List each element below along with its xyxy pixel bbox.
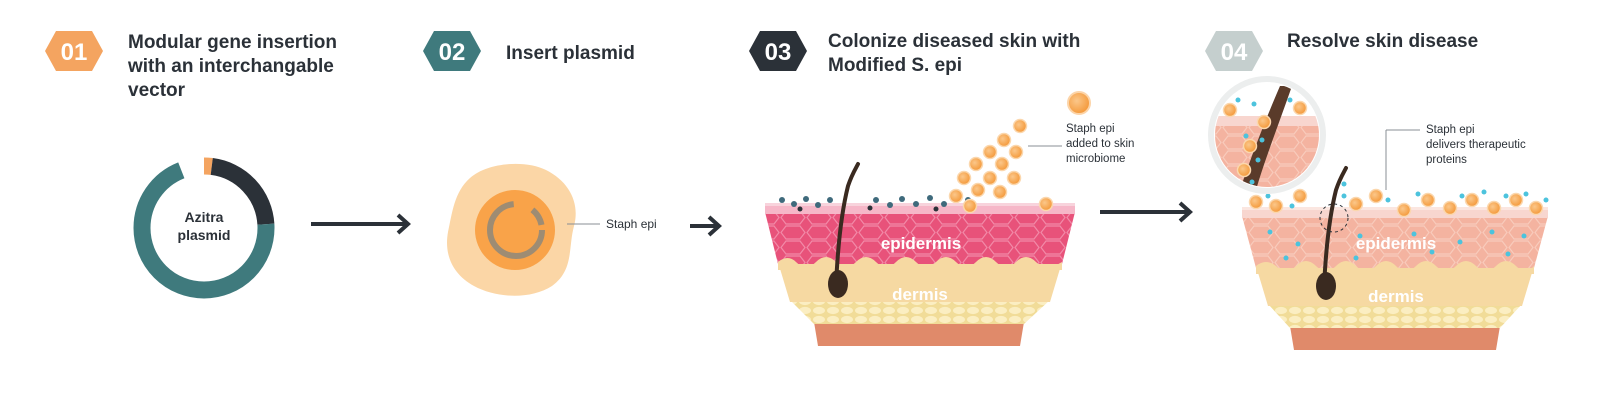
resolve-note-line-1: Staph epi	[1426, 124, 1475, 136]
resolved-epidermis-label: epidermis	[1356, 234, 1436, 253]
step-3-title-line-1: Colonize diseased skin with	[828, 31, 1081, 52]
step-4-title-line-1: Resolve skin disease	[1287, 31, 1479, 52]
resolved-skin-block	[1242, 129, 1549, 350]
colonize-note-line-3: microbiome	[1066, 153, 1126, 165]
colonize-note-line-1: Staph epi	[1066, 123, 1115, 135]
step-3-badge: 03	[749, 31, 807, 71]
staph-epi-cell	[447, 163, 600, 296]
step-3-number: 03	[765, 39, 792, 66]
step-2-title: Insert plasmid	[506, 42, 635, 66]
step-3-title: Colonize diseased skin with Modified S. …	[828, 30, 1080, 78]
resolve-note-line-2: delivers therapeutic	[1426, 139, 1526, 151]
arrow-1	[311, 213, 411, 235]
resolved-dermis-label: dermis	[1368, 287, 1424, 306]
colonize-note-line-2: added to skin	[1066, 138, 1135, 150]
step-2-badge: 02	[423, 31, 481, 71]
staph-epi-cluster	[948, 118, 1054, 214]
plasmid-segment-orange-insert	[133, 157, 275, 299]
plasmid-label-line-2: plasmid	[178, 227, 231, 243]
arrow-3	[1100, 201, 1193, 223]
step-1-number: 01	[61, 39, 88, 66]
diseased-skin-block	[765, 91, 1091, 346]
cell-label: Staph epi	[606, 217, 657, 231]
step-2-title-line-1: Insert plasmid	[506, 43, 635, 64]
arrow-2	[690, 215, 722, 237]
zoom-magnifier	[1208, 76, 1326, 194]
resolve-note-line-3: proteins	[1426, 154, 1467, 166]
step-4-number: 04	[1221, 39, 1248, 66]
step-1-badge: 01	[45, 31, 103, 71]
plasmid-segment-teal-backbone	[133, 157, 275, 299]
step-1-title-line-2: with an interchangable	[128, 56, 334, 77]
diseased-epidermis-label: epidermis	[881, 234, 961, 253]
step-3-title-line-2: Modified S. epi	[828, 55, 963, 76]
colonize-note: Staph epi added to skin microbiome	[1066, 122, 1134, 167]
diseased-dermis-label: dermis	[892, 285, 948, 304]
step-2-number: 02	[439, 39, 466, 66]
plasmid-ring	[133, 157, 275, 299]
plasmid-label-line-1: Azitra	[185, 209, 224, 225]
step-1-title-line-3: vector	[128, 80, 186, 101]
step-4-badge: 04	[1205, 31, 1263, 71]
step-1-title: Modular gene insertion with an interchan…	[128, 31, 337, 103]
step-4-title: Resolve skin disease	[1287, 30, 1478, 54]
resolve-note: Staph epi delivers therapeutic proteins	[1426, 123, 1526, 168]
step-1-title-line-1: Modular gene insertion	[128, 32, 338, 53]
